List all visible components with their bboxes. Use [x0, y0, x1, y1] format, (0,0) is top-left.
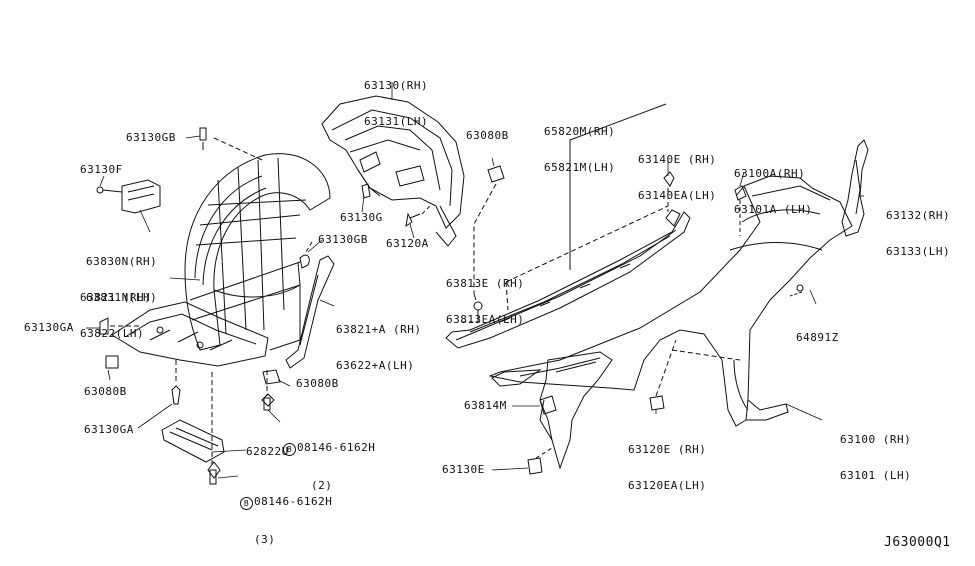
label-63132: 63132(RH) 63133(LH) [886, 186, 950, 282]
bracket-63830n [96, 179, 161, 214]
bolt-part-b: 08146-6162H [254, 495, 333, 508]
leader-lines [86, 82, 864, 479]
label-63130-rh: 63130(RH) [364, 79, 429, 92]
label-63821a-lh: 63622+A(LH) [336, 359, 415, 372]
label-63120e-lh: 63120EA(LH) [628, 479, 707, 492]
bolt-symbol-icon: B [240, 497, 253, 510]
label-63132-lh: 63133(LH) [886, 245, 951, 258]
label-63821-lh: 63822(LH) [80, 327, 145, 340]
bracket-62822u [161, 419, 225, 463]
diagram-code: J63000Q1 [884, 535, 951, 550]
label-63120e: 63120E (RH) 63120EA(LH) [628, 420, 706, 516]
label-63120e-rh: 63120E (RH) [628, 443, 707, 456]
front-fender-63100 [488, 175, 853, 427]
label-63140e: 63140E (RH) 63140EA(LH) [638, 130, 716, 226]
label-63130-lh: 63131(LH) [364, 115, 429, 128]
label-63130ga-bottom: 63130GA [84, 423, 134, 436]
label-63130ga-left: 63130GA [24, 321, 74, 334]
label-65820m-lh: 65821M(LH) [544, 161, 616, 174]
label-63130f: 63130F [80, 163, 123, 176]
label-63080b-top: 63080B [466, 129, 509, 142]
label-63814m: 63814M [464, 399, 507, 412]
label-63821a-rh: 63821+A (RH) [336, 323, 422, 336]
label-63140e-lh: 63140EA(LH) [638, 189, 717, 202]
label-63130: 63130(RH) 63131(LH) [364, 56, 428, 152]
label-63830n: 63830N(RH) 63831N(LH) [86, 232, 157, 328]
label-63821a: 63821+A (RH) 63622+A(LH) [336, 300, 421, 396]
liner-strip-63821a [285, 255, 335, 369]
label-63100-lh: 63101 (LH) [840, 469, 912, 482]
label-63140e-rh: 63140E (RH) [638, 153, 717, 166]
label-63132-rh: 63132(RH) [886, 209, 951, 222]
label-63821: 63821 (RH) 63822(LH) [80, 268, 151, 364]
label-63130gb-top: 63130GB [126, 131, 176, 144]
bolt-fasteners [207, 393, 275, 479]
label-62822u: 62822U [246, 445, 289, 458]
label-63821-rh: 63821 (RH) [80, 291, 152, 304]
bolt-symbol-icon: B [283, 443, 296, 456]
fender-liner-rear [321, 95, 465, 247]
clip-63080b-top [473, 165, 505, 294]
label-63080b-mid: 63080B [296, 377, 339, 390]
label-63813e: 63813E (RH) 63813EA(LH) [446, 254, 524, 350]
label-63120a: 63120A [386, 237, 429, 250]
bolt-qty-a: (2) [311, 479, 333, 492]
label-65820m-rh: 65820M(RH) [544, 125, 616, 138]
label-63130e: 63130E [442, 463, 485, 476]
label-63080b-left: 63080B [84, 385, 127, 398]
liner-lower-plate [111, 301, 269, 367]
label-63100: 63100 (RH) 63101 (LH) [840, 410, 911, 506]
fender-front-extension [491, 339, 741, 475]
bolt-qty-b: (3) [254, 533, 276, 546]
label-63130g: 63130G [340, 211, 383, 224]
label-63100a-rh: 63100A(RH) [734, 167, 806, 180]
label-63100-rh: 63100 (RH) [840, 433, 912, 446]
label-63100a: 63100A(RH) 63101A (LH) [734, 144, 812, 240]
label-64891z: 64891Z [796, 331, 839, 344]
label-63813e-rh: 63813E (RH) [446, 277, 525, 290]
bolt-part-a: 08146-6162H [297, 441, 376, 454]
label-63100a-lh: 63101A (LH) [734, 203, 813, 216]
label-63130gb-mid: 63130GB [318, 233, 368, 246]
label-63830n-lh: 63831N(LH) [86, 291, 158, 304]
label-63830n-rh: 63830N(RH) [86, 255, 158, 268]
label-63813e-lh: 63813EA(LH) [446, 313, 525, 326]
label-65820m: 65820M(RH) 65821M(LH) [544, 102, 615, 198]
bracket-63132 [841, 139, 869, 237]
